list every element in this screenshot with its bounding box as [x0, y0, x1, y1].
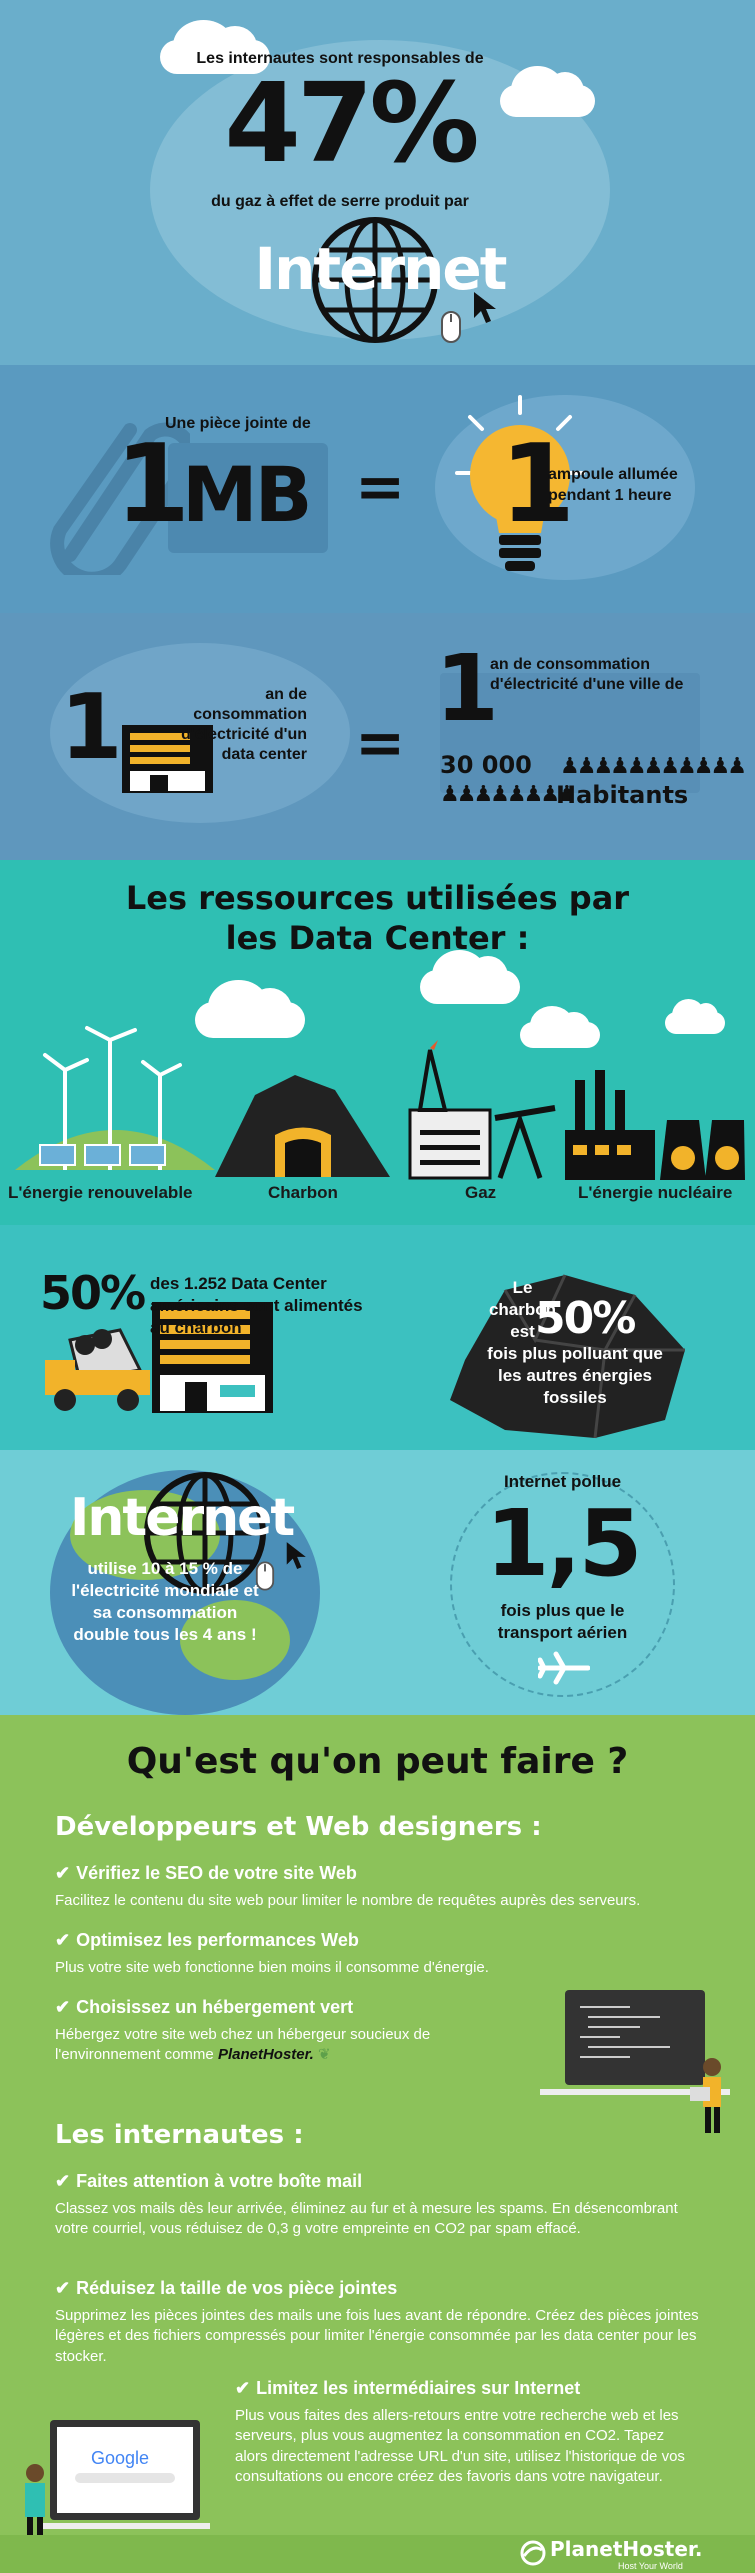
- pollution-circle: [450, 1472, 675, 1697]
- datacenter-section: 1 an de consommation d'électricité d'un …: [0, 613, 755, 860]
- planethoster-logo-icon: [520, 2540, 546, 2566]
- user-tip-2-title: ✔Réduisez la taille de vos pièce jointes: [55, 2278, 398, 2298]
- user-tip-3-title: ✔Limitez les intermédiaires sur Internet: [235, 2378, 581, 2398]
- paperclip-icon: [50, 422, 190, 575]
- nuclear-plant-icon: [565, 1070, 745, 1180]
- cursor-icon: [286, 1542, 306, 1569]
- people-icons-row1: ♟♟♟♟♟♟♟♟♟♟♟: [560, 753, 747, 778]
- check-icon: ✔: [55, 1930, 71, 1950]
- actions-section: Qu'est qu'on peut faire ? Développeurs e…: [0, 1715, 755, 2573]
- earth-land: [180, 1600, 290, 1680]
- hero-intro: Les internautes sont responsables de: [196, 50, 484, 67]
- coal-right-percent: 50%: [535, 1293, 636, 1344]
- resources-section: Les ressources utilisées par les Data Ce…: [0, 860, 755, 1225]
- coal-percent: 50%: [40, 1266, 146, 1320]
- coal-mine-icon: [215, 1075, 390, 1177]
- dev-tip-2-text: Plus votre site web fonctionne bien moin…: [55, 1959, 489, 1976]
- developers-title: Développeurs et Web designers :: [55, 1812, 542, 1842]
- datacenter-number: 1: [60, 675, 123, 780]
- coal-right-suffix: fois plus polluant que les autres énergi…: [487, 1344, 663, 1408]
- coal-section: 50% des 1.252 Data Center américains son…: [0, 1225, 755, 1450]
- city-text: an de consommation d'électricité d'une v…: [490, 656, 684, 693]
- gas-plant-icon: [408, 1040, 556, 1180]
- cloud-icon: [500, 65, 595, 117]
- internet-usage-section: Internet utilise 10 à 15 % de l'électric…: [0, 1450, 755, 1715]
- building-icon: [122, 725, 213, 793]
- attachment-unit: MB: [182, 450, 313, 539]
- cloud-icon: [520, 1006, 600, 1048]
- city-number: 1: [435, 635, 500, 742]
- users-title: Les internautes :: [55, 2120, 304, 2150]
- check-icon: ✔: [55, 2171, 71, 2191]
- population-number: 30 000: [440, 751, 532, 779]
- people-icons-row2: ♟♟♟♟♟♟♟♟: [440, 781, 577, 806]
- pollution-number: 1,5: [485, 1490, 643, 1597]
- resource-label-renewable: L'énergie renouvelable: [8, 1183, 193, 1202]
- coal-rock-icon: [450, 1274, 685, 1439]
- attachment-label: Une pièce jointe de: [165, 415, 311, 432]
- user-tip-1-text: Classez vos mails dès leur arrivée, élim…: [55, 2200, 678, 2238]
- resources-title: Les ressources utilisées par les Data Ce…: [125, 879, 630, 957]
- lightbulb-icon: [455, 395, 585, 571]
- internet-word: Internet: [70, 1488, 295, 1548]
- check-icon: ✔: [55, 1997, 71, 2017]
- user-tip-3-text: Plus vous faites des allers-retours entr…: [235, 2407, 685, 2485]
- cloud-icon: [420, 949, 520, 1004]
- building-icon: [152, 1302, 273, 1413]
- actions-title: Qu'est qu'on peut faire ?: [126, 1741, 629, 1782]
- globe-icon: [144, 1472, 266, 1594]
- cursor-icon: [474, 292, 496, 323]
- user-tip-1-title: ✔Faites attention à votre boîte mail: [55, 2171, 363, 2191]
- right-skyline: [440, 673, 700, 793]
- coal-left-text: des 1.252 Data Center américains sont al…: [150, 1274, 363, 1338]
- pollution-title: Internet pollue: [503, 1472, 622, 1491]
- footer-bar: PlanetHoster. Host Your World: [0, 2535, 755, 2573]
- leaf-icon: ❦: [318, 2046, 331, 2064]
- wind-turbine-icon: [15, 1026, 215, 1170]
- airplane-icon: [538, 1651, 590, 1685]
- bulb-text: ampoule allumée pendant 1 heure: [548, 466, 678, 504]
- dump-truck-icon: [45, 1328, 150, 1411]
- developer-illustration: [540, 1990, 730, 2133]
- resource-label-nuclear: L'énergie nucléaire: [578, 1183, 733, 1202]
- inhabitants-label: Habitants: [556, 781, 689, 809]
- file-shape: [168, 443, 328, 553]
- coal-right-prefix: Le charbon est: [488, 1278, 557, 1342]
- hero-internet-word: Internet: [254, 235, 508, 303]
- browser-illustration: [25, 2420, 210, 2561]
- mouse-icon: [255, 1561, 275, 1591]
- globe-icon: [312, 217, 438, 343]
- hero-subtitle: du gaz à effet de serre produit par: [211, 193, 469, 210]
- dev-tip-3-text: Hébergez votre site web chez un hébergeu…: [55, 2026, 431, 2064]
- bulb-number: 1: [500, 422, 576, 547]
- cloud-icon: [160, 19, 270, 74]
- check-icon: ✔: [235, 2378, 251, 2398]
- footer-tagline: Host Your World: [618, 2561, 683, 2571]
- dev-tip-3-title: ✔Choisissez un hébergement vert: [55, 1997, 354, 2017]
- footer-brand: PlanetHoster.: [550, 2537, 703, 2561]
- internet-usage-text: utilise 10 à 15 % de l'électricité mondi…: [71, 1559, 259, 1645]
- check-icon: ✔: [55, 2278, 71, 2298]
- dev-tip-2-title: ✔Optimisez les performances Web: [55, 1930, 359, 1950]
- mouse-icon: [441, 311, 461, 343]
- pollution-text: fois plus que le transport aérien: [497, 1601, 628, 1643]
- google-label: Google: [90, 2448, 150, 2468]
- dev-tip-1-text: Facilitez le contenu du site web pour li…: [55, 1892, 641, 1909]
- planethoster-inline-logo: PlanetHoster.: [217, 2046, 314, 2064]
- resource-label-coal: Charbon: [268, 1183, 338, 1202]
- cloud-icon: [195, 980, 305, 1038]
- resource-label-gas: Gaz: [465, 1183, 497, 1202]
- hero-section: Les internautes sont responsables de 47%…: [0, 0, 755, 365]
- user-tip-2-text: Supprimez les pièces jointes des mails u…: [55, 2307, 699, 2365]
- attachment-section: Une pièce jointe de 1 MB = 1 ampoule all…: [0, 365, 755, 613]
- datacenter-left-text: an de consommation d'électricité d'un da…: [181, 686, 307, 763]
- dev-tip-1-title: ✔Vérifiez le SEO de votre site Web: [55, 1863, 357, 1883]
- equals-sign: =: [355, 452, 406, 522]
- hero-percent: 47%: [224, 59, 479, 187]
- equals-sign: =: [355, 708, 406, 778]
- check-icon: ✔: [55, 1863, 71, 1883]
- attachment-number: 1: [115, 422, 191, 547]
- cloud-icon: [665, 998, 725, 1034]
